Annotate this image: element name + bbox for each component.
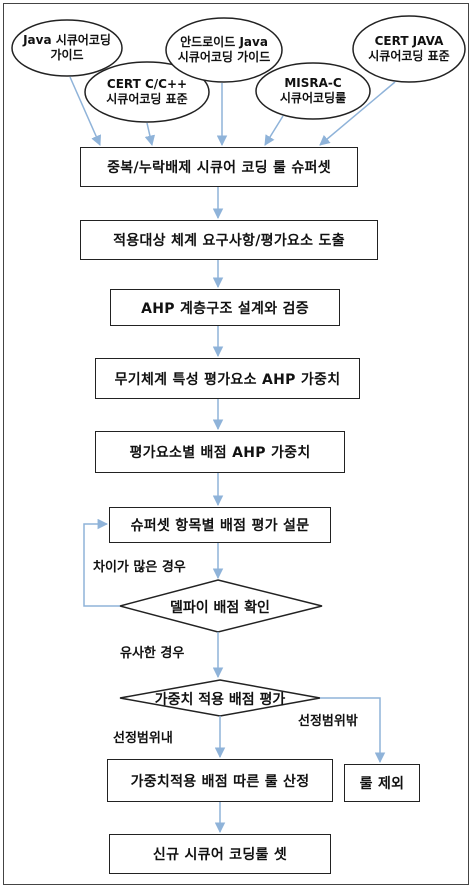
step-superset: 중복/누락배제 시큐어 코딩 룰 슈퍼셋 bbox=[80, 147, 358, 187]
arrow-cert-java bbox=[319, 81, 396, 146]
branch-label-within-range: 선정범위내 bbox=[113, 731, 173, 746]
step-requirements: 적용대상 체계 요구사항/평가요소 도출 bbox=[80, 220, 378, 260]
source-android-line2: 시큐어코딩 가이드 bbox=[177, 50, 271, 64]
source-label-misra: MISRA-C 시큐어코딩룰 bbox=[256, 76, 370, 106]
source-label-java: Java 시큐어코딩 가이드 bbox=[12, 33, 122, 63]
source-java-line1: Java 시큐어코딩 bbox=[23, 33, 111, 47]
source-ellipse-cert-java bbox=[352, 15, 466, 83]
branch-label-outside-range: 선정범위밖 bbox=[298, 714, 358, 729]
source-cert-java-line2: 시큐어코딩 표준 bbox=[368, 49, 450, 63]
figure-frame bbox=[3, 3, 469, 885]
step-weapon-ahp: 무기체계 특성 평가요소 AHP 가중치 bbox=[95, 358, 360, 399]
source-label-android: 안드로이드 Java 시큐어코딩 가이드 bbox=[166, 35, 282, 65]
arrow-cert-c bbox=[144, 122, 156, 147]
source-ellipse-java bbox=[11, 19, 123, 77]
source-android-line1: 안드로이드 Java bbox=[180, 35, 268, 49]
loop-back-connector bbox=[83, 518, 120, 607]
source-cert-c-line1: CERT C/C++ bbox=[106, 77, 188, 91]
source-ellipse-android bbox=[165, 17, 283, 83]
branch-label-similar: 유사한 경우 bbox=[120, 646, 185, 661]
decision-delphi-label: 델파이 배점 확인 bbox=[170, 600, 270, 616]
source-misra-line2: 시큐어코딩룰 bbox=[279, 91, 347, 105]
step-survey: 슈퍼셋 항목별 배점 평가 설문 bbox=[109, 507, 331, 543]
source-ellipse-cert-c bbox=[84, 61, 210, 123]
decision-weighted-label: 가중치 적용 배점 평가 bbox=[154, 692, 286, 708]
arrow-java bbox=[69, 76, 101, 146]
source-cert-c-line2: 시큐어코딩 표준 bbox=[106, 92, 188, 106]
source-cert-java-line1: CERT JAVA bbox=[374, 34, 444, 48]
arrow-misra bbox=[264, 115, 284, 146]
source-java-line2: 가이드 bbox=[50, 48, 84, 62]
branch-label-large-diff: 차이가 많은 경우 bbox=[93, 560, 186, 575]
outcome-final-ruleset: 신규 시큐어 코딩룰 셋 bbox=[109, 834, 331, 874]
arrow-outside-range bbox=[320, 697, 386, 764]
step-ahp-hierarchy: AHP 계층구조 설계와 검증 bbox=[110, 289, 340, 326]
step-element-ahp: 평가요소별 배점 AHP 가중치 bbox=[95, 431, 345, 473]
source-label-cert-c: CERT C/C++ 시큐어코딩 표준 bbox=[85, 77, 209, 107]
source-ellipse-misra bbox=[255, 62, 371, 120]
outcome-rule-exclude: 룰 제외 bbox=[344, 764, 420, 802]
outcome-rule-select: 가중치적용 배점 따른 룰 산정 bbox=[107, 759, 333, 802]
source-label-cert-java: CERT JAVA 시큐어코딩 표준 bbox=[353, 34, 465, 64]
source-misra-line1: MISRA-C bbox=[284, 76, 342, 90]
